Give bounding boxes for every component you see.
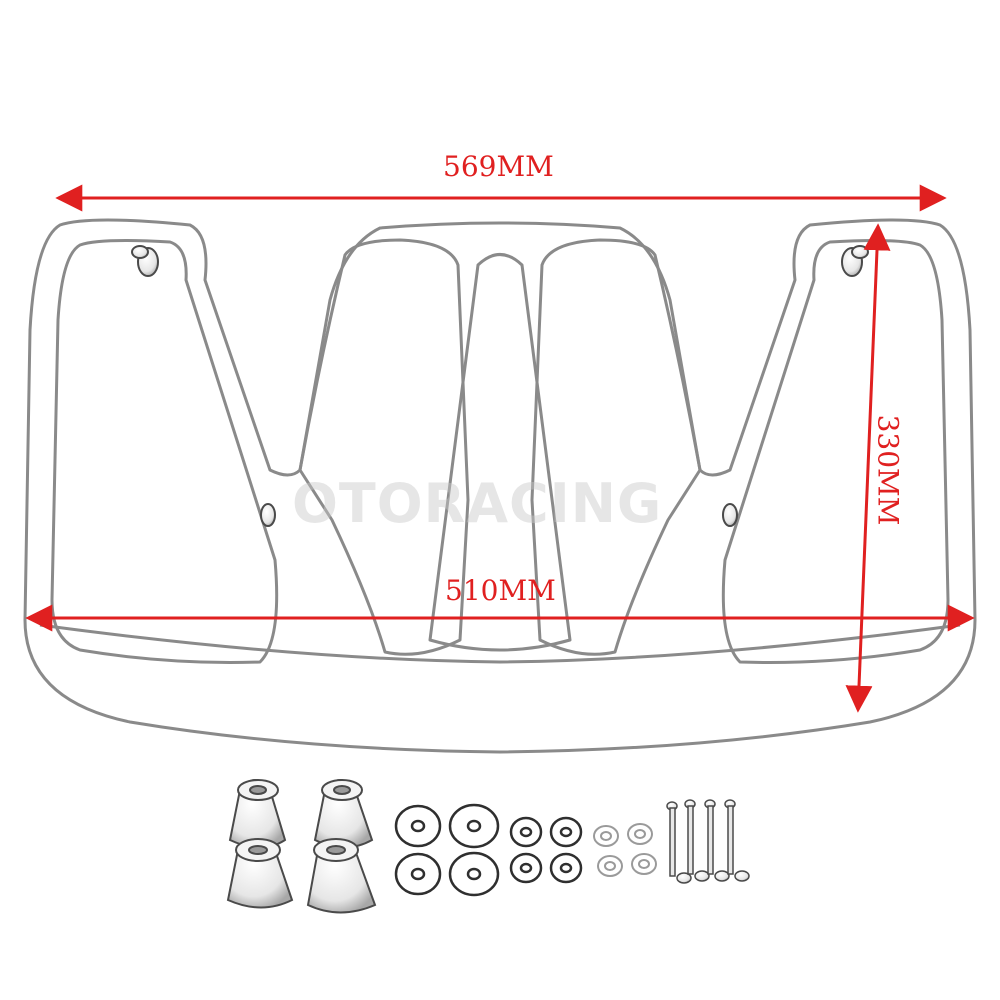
bolt-2 bbox=[684, 799, 710, 882]
large-washer-4 bbox=[448, 851, 500, 897]
stud-mid-left bbox=[260, 503, 276, 527]
medium-washer-3 bbox=[509, 852, 543, 884]
spacer-2 bbox=[313, 779, 374, 849]
bolt-1 bbox=[666, 801, 692, 884]
dim-overall-width-label: 569MM bbox=[443, 150, 554, 183]
hardware-bolts bbox=[666, 799, 750, 884]
rack-right-middle-loop bbox=[530, 238, 702, 656]
spacer-3 bbox=[226, 838, 294, 909]
stud-mid-right bbox=[722, 503, 738, 527]
bolt-4 bbox=[724, 799, 750, 882]
spacer-4 bbox=[306, 838, 377, 914]
rack-left-middle-loop bbox=[298, 238, 470, 656]
small-washer-4 bbox=[631, 853, 657, 875]
medium-washer-2 bbox=[549, 816, 583, 848]
rack-outer-outline bbox=[23, 218, 977, 754]
rack-center-plate bbox=[428, 253, 572, 652]
small-washer-2 bbox=[627, 823, 653, 845]
medium-washer-4 bbox=[549, 852, 583, 884]
bolt-3 bbox=[704, 799, 730, 882]
dimension-lines bbox=[25, 184, 975, 713]
brand-watermark: OTORACING bbox=[292, 472, 663, 535]
rack-right-loop bbox=[721, 239, 950, 664]
rack-front-band bbox=[39, 623, 961, 664]
hardware-spacers bbox=[226, 779, 377, 914]
dim-inner-width-label: 510MM bbox=[445, 574, 556, 607]
dim-height-line bbox=[845, 223, 891, 713]
hardware-small-washers bbox=[593, 823, 657, 877]
stud-top-left bbox=[131, 245, 159, 277]
large-washer-1 bbox=[394, 804, 442, 848]
large-washer-3 bbox=[394, 852, 442, 896]
rack-frame bbox=[23, 218, 977, 754]
spacer-1 bbox=[228, 779, 287, 849]
medium-washer-1 bbox=[509, 816, 543, 848]
dim-height-label: 330MM bbox=[871, 414, 905, 526]
stud-top-right bbox=[841, 245, 869, 277]
large-washer-2 bbox=[448, 803, 500, 849]
small-washer-3 bbox=[597, 855, 623, 877]
small-washer-1 bbox=[593, 825, 619, 847]
hardware-washers bbox=[394, 803, 583, 897]
rack-left-loop bbox=[50, 239, 279, 664]
